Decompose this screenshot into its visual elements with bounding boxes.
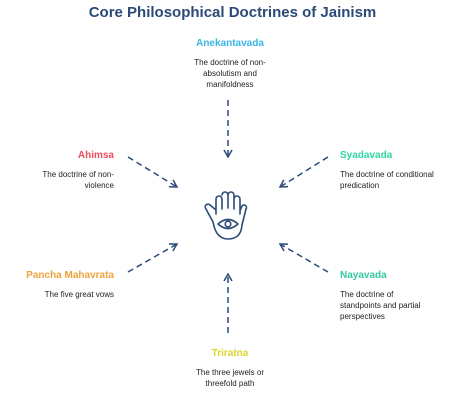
desc-line: The doctrine of non-: [194, 58, 266, 67]
desc-line: manifoldness: [206, 80, 254, 89]
desc-line: standpoints and partial: [340, 301, 421, 310]
doctrine-ahimsa: Ahimsa The doctrine of non- violence: [2, 150, 114, 191]
desc-line: violence: [84, 181, 114, 190]
arrow-nayavada: [278, 243, 329, 273]
doctrine-name: Pancha Mahavrata: [26, 270, 114, 281]
desc-line: threefold path: [205, 379, 255, 388]
doctrine-name: Syadavada: [340, 150, 393, 161]
doctrine-description: The doctrine of conditional predication: [340, 169, 462, 191]
doctrine-syadavada: Syadavada The doctrine of conditional pr…: [340, 150, 462, 191]
hamsa-eye-icon: [204, 191, 248, 240]
desc-line: The doctrine of conditional: [340, 170, 434, 179]
doctrine-description: The five great vows: [2, 289, 114, 300]
desc-line: The three jewels or: [195, 368, 265, 377]
doctrine-triratna: Triratna The three jewels or threefold p…: [170, 348, 290, 389]
doctrine-description: The doctrine of standpoints and partial …: [340, 289, 460, 322]
arrow-syadavada: [278, 156, 329, 188]
doctrine-pancha-mahavrata: Pancha Mahavrata The five great vows: [2, 270, 114, 300]
desc-line: perspectives: [340, 312, 385, 321]
doctrine-nayavada: Nayavada The doctrine of standpoints and…: [340, 270, 460, 322]
desc-line: The doctrine of non-: [42, 170, 114, 179]
doctrine-anekantavada: Anekantavada The doctrine of non- absolu…: [170, 38, 290, 90]
doctrine-name: Nayavada: [340, 270, 387, 281]
desc-line: predication: [340, 181, 380, 190]
doctrine-name: Triratna: [211, 348, 249, 359]
desc-line: absolutism and: [203, 69, 257, 78]
arrow-ahimsa: [127, 156, 179, 188]
doctrine-description: The three jewels or threefold path: [170, 367, 290, 389]
doctrine-description: The doctrine of non- absolutism and mani…: [170, 57, 290, 90]
desc-line: The five great vows: [44, 290, 114, 299]
doctrine-description: The doctrine of non- violence: [2, 169, 114, 191]
doctrine-name: Ahimsa: [77, 150, 114, 161]
arrow-pancha-mahavrata: [127, 243, 179, 273]
diagram-title: Core Philosophical Doctrines of Jainism: [88, 4, 377, 21]
doctrine-name: Anekantavada: [196, 38, 264, 49]
desc-line: The doctrine of: [340, 290, 394, 299]
